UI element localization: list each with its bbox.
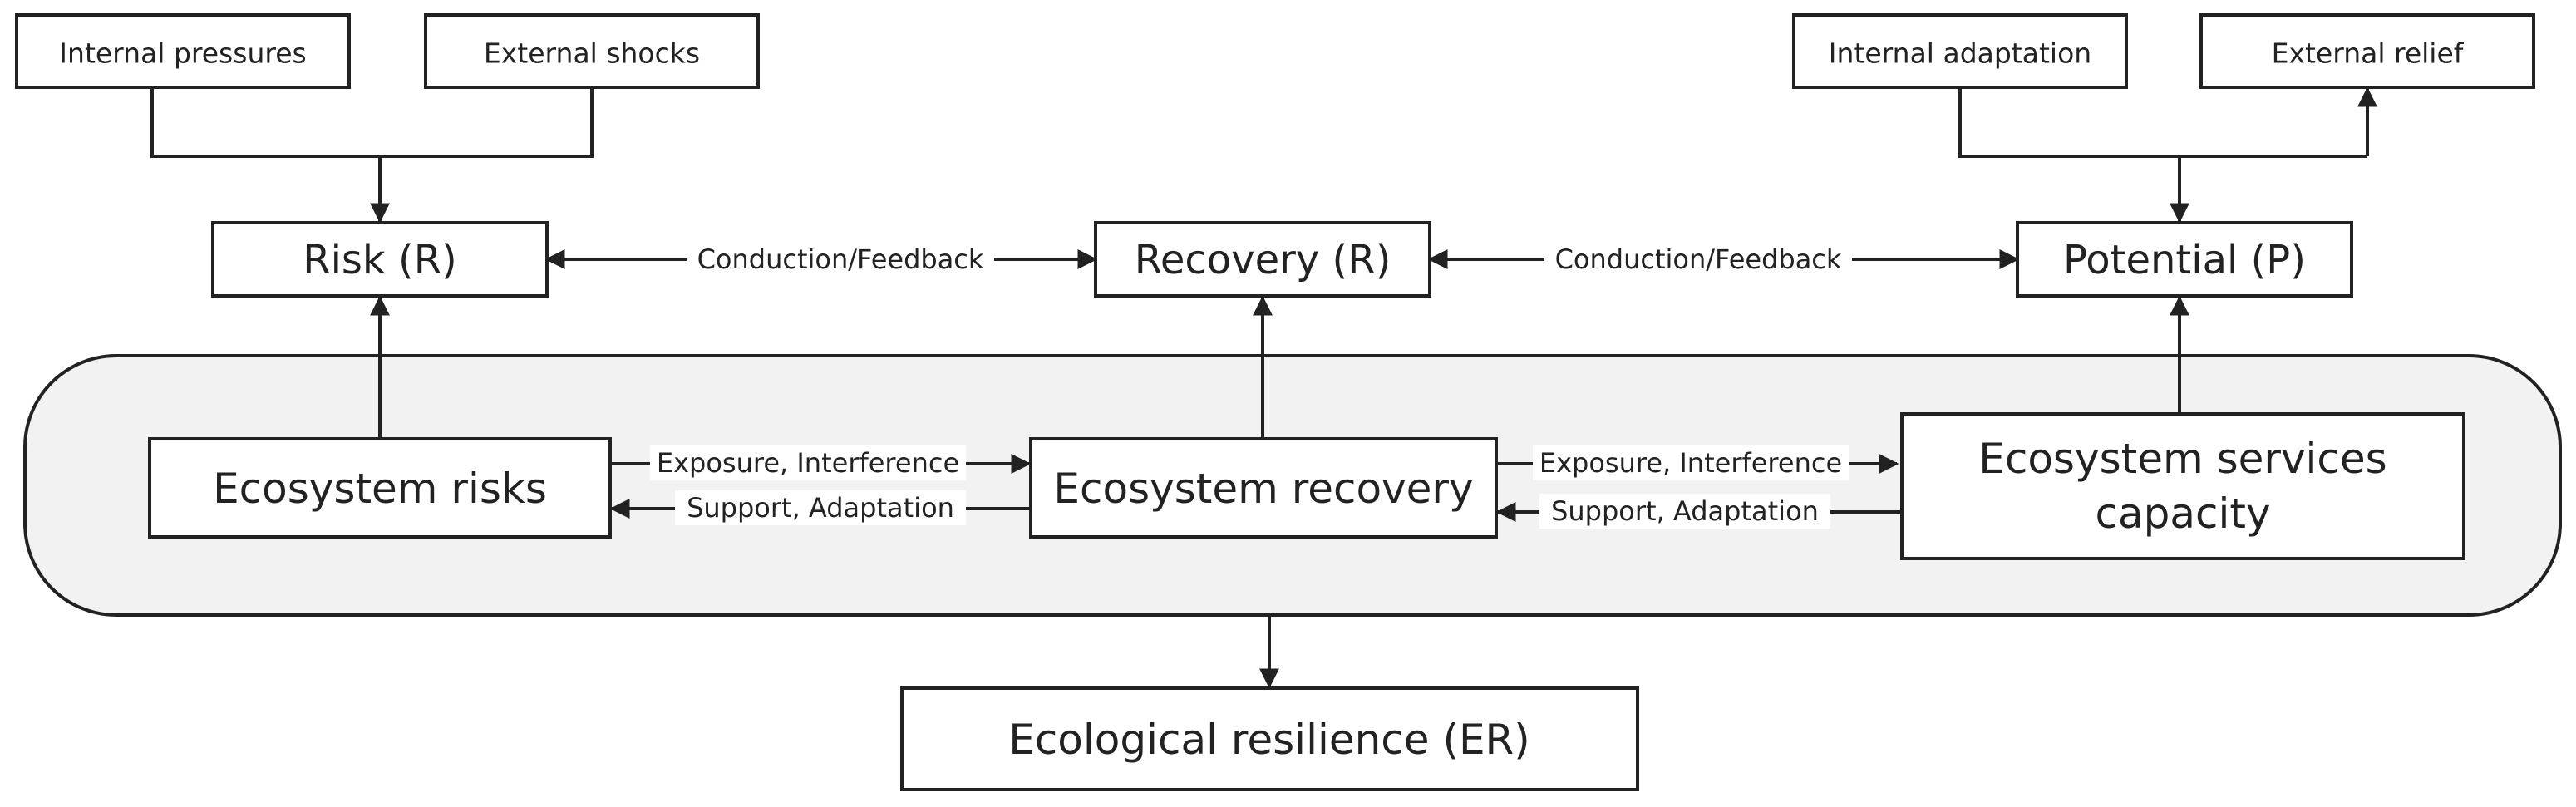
recovery-label: Recovery (R) xyxy=(1135,237,1391,283)
conduction-feedback-left-label: Conduction/Feedback xyxy=(697,244,984,275)
risk-node: Risk (R) xyxy=(211,221,549,298)
pressures-to-risk-connector xyxy=(150,87,594,158)
exposure-interference-right-label: Exposure, Interference xyxy=(1539,447,1842,479)
ecosystem-services-capacity-node: Ecosystem services capacity xyxy=(1900,412,2465,560)
exposure-interference-left-label: Exposure, Interference xyxy=(657,447,959,479)
external-shocks-node: External shocks xyxy=(424,13,760,89)
potential-node: Potential (P) xyxy=(2016,221,2353,298)
adaptation-relief-connector xyxy=(1958,87,2367,158)
conduction-feedback-right-label: Conduction/Feedback xyxy=(1555,244,1842,275)
ecosystem-recovery-label: Ecosystem recovery xyxy=(1053,465,1473,513)
ecosystem-risks-node: Ecosystem risks xyxy=(148,437,612,539)
recovery-node: Recovery (R) xyxy=(1094,221,1431,298)
ecological-resilience-node: Ecological resilience (ER) xyxy=(900,686,1639,791)
risk-label: Risk (R) xyxy=(303,237,457,283)
support-adaptation-left-label: Support, Adaptation xyxy=(687,492,954,524)
external-relief-node: External relief xyxy=(2199,13,2535,89)
ecological-resilience-label: Ecological resilience (ER) xyxy=(1008,716,1530,764)
ecosystem-services-label-line1: Ecosystem services xyxy=(1978,435,2386,483)
support-adaptation-right-label: Support, Adaptation xyxy=(1551,495,1819,527)
potential-label: Potential (P) xyxy=(2063,237,2306,283)
external-relief-label: External relief xyxy=(2272,37,2465,70)
internal-pressures-label: Internal pressures xyxy=(59,37,306,70)
ecosystem-risks-label: Ecosystem risks xyxy=(213,465,547,513)
internal-adaptation-label: Internal adaptation xyxy=(1829,37,2091,70)
ecosystem-recovery-node: Ecosystem recovery xyxy=(1029,437,1498,539)
external-shocks-label: External shocks xyxy=(484,37,700,70)
ecosystem-services-label-line2: capacity xyxy=(2095,490,2270,538)
internal-adaptation-node: Internal adaptation xyxy=(1792,13,2128,89)
internal-pressures-node: Internal pressures xyxy=(15,13,351,89)
